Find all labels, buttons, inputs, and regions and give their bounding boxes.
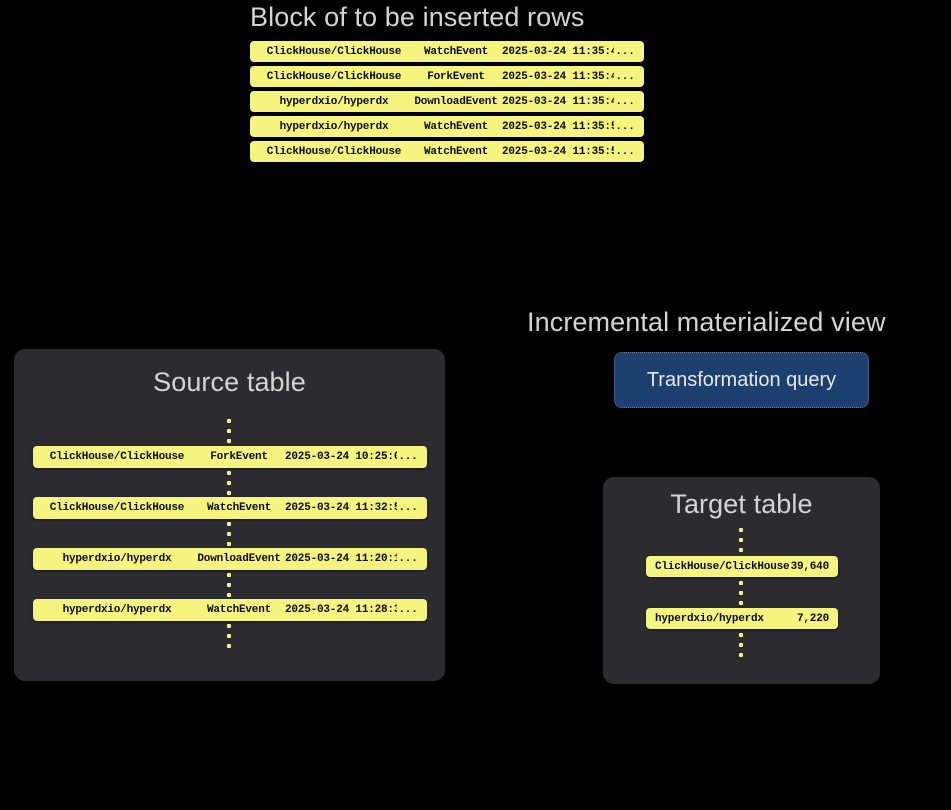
row-repository: ClickHouse/ClickHouse xyxy=(266,70,402,83)
source-table-row: hyperdxio/hyperdx WatchEvent 2025-03-24 … xyxy=(33,599,427,621)
row-repository: ClickHouse/ClickHouse xyxy=(655,560,790,573)
row-more-ellipsis: ... xyxy=(615,70,635,83)
row-more-ellipsis: ... xyxy=(615,120,635,133)
row-repository: hyperdxio/hyperdx xyxy=(655,612,764,625)
row-timestamp: 2025-03-24 11:20:12 xyxy=(285,553,397,565)
source-ellipsis-top xyxy=(227,419,231,443)
block-row: ClickHouse/ClickHouse ForkEvent 2025-03-… xyxy=(250,66,644,87)
target-ellipsis-top xyxy=(739,528,743,552)
row-event-type: WatchEvent xyxy=(206,604,271,616)
target-ellipsis-middle xyxy=(739,581,743,605)
source-ellipsis-3 xyxy=(227,573,231,597)
row-event-type: DownloadEvent xyxy=(197,553,281,565)
block-row: ClickHouse/ClickHouse WatchEvent 2025-03… xyxy=(250,141,644,162)
row-more-ellipsis: ... xyxy=(615,45,635,58)
row-timestamp: 2025-03-24 11:32:54 xyxy=(285,502,397,514)
row-event-type: WatchEvent xyxy=(423,120,488,133)
row-event-type: WatchEvent xyxy=(423,145,488,158)
row-repository: hyperdxio/hyperdx xyxy=(62,604,172,616)
target-table-panel xyxy=(603,477,880,684)
row-more-ellipsis: ... xyxy=(398,451,418,463)
target-table-title: Target table xyxy=(670,489,813,519)
row-repository: ClickHouse/ClickHouse xyxy=(266,45,402,58)
source-ellipsis-2 xyxy=(227,522,231,546)
row-more-ellipsis: ... xyxy=(615,95,635,108)
block-row: ClickHouse/ClickHouse WatchEvent 2025-03… xyxy=(250,41,644,62)
row-repository: hyperdxio/hyperdx xyxy=(62,553,172,565)
row-event-type: DownloadEvent xyxy=(414,95,498,108)
row-more-ellipsis: ... xyxy=(398,502,418,514)
row-timestamp: 2025-03-24 11:35:52 xyxy=(502,120,614,133)
row-repository: ClickHouse/ClickHouse xyxy=(49,502,185,514)
source-table-row: hyperdxio/hyperdx DownloadEvent 2025-03-… xyxy=(33,548,427,570)
target-table-row: hyperdxio/hyperdx 7,220 xyxy=(646,608,838,629)
row-repository: ClickHouse/ClickHouse xyxy=(266,145,402,158)
row-more-ellipsis: ... xyxy=(615,145,635,158)
row-timestamp: 2025-03-24 11:35:48 xyxy=(502,95,614,108)
row-timestamp: 2025-03-24 11:35:44 xyxy=(502,70,614,83)
source-ellipsis-bottom xyxy=(227,624,231,648)
row-timestamp: 2025-03-24 11:35:54 xyxy=(502,145,614,158)
row-count: 7,220 xyxy=(796,612,829,625)
row-repository: hyperdxio/hyperdx xyxy=(279,95,389,108)
row-count: 39,640 xyxy=(790,560,829,573)
transformation-query-box[interactable]: Transformation query xyxy=(614,352,869,408)
row-more-ellipsis: ... xyxy=(398,604,418,616)
row-timestamp: 2025-03-24 11:28:32 xyxy=(285,604,397,616)
row-event-type: WatchEvent xyxy=(206,502,271,514)
row-event-type: ForkEvent xyxy=(210,451,268,463)
block-title: Block of to be inserted rows xyxy=(250,2,585,32)
source-table-row: ClickHouse/ClickHouse WatchEvent 2025-03… xyxy=(33,497,427,519)
target-ellipsis-bottom xyxy=(739,633,743,657)
source-table-row: ClickHouse/ClickHouse ForkEvent 2025-03-… xyxy=(33,446,427,468)
row-repository: ClickHouse/ClickHouse xyxy=(49,451,185,463)
row-repository: hyperdxio/hyperdx xyxy=(279,120,389,133)
target-table-row: ClickHouse/ClickHouse 39,640 xyxy=(646,556,838,577)
block-row: hyperdxio/hyperdx DownloadEvent 2025-03-… xyxy=(250,91,644,112)
row-timestamp: 2025-03-24 10:25:00 xyxy=(285,451,397,463)
source-ellipsis-1 xyxy=(227,471,231,495)
source-table-title: Source table xyxy=(153,367,306,397)
block-rows-group: ClickHouse/ClickHouse WatchEvent 2025-03… xyxy=(250,41,644,162)
row-more-ellipsis: ... xyxy=(398,553,418,565)
materialized-view-title: Incremental materialized view xyxy=(527,307,886,337)
block-row: hyperdxio/hyperdx WatchEvent 2025-03-24 … xyxy=(250,116,644,137)
row-event-type: ForkEvent xyxy=(427,70,485,83)
row-event-type: WatchEvent xyxy=(423,45,488,58)
row-timestamp: 2025-03-24 11:35:40 xyxy=(502,45,614,58)
